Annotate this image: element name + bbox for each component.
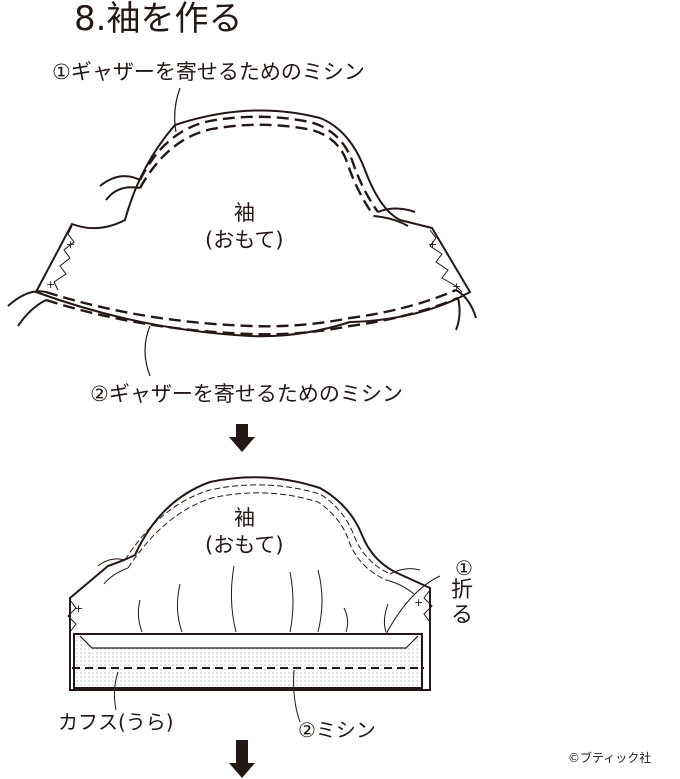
cuff-fold-edge <box>79 635 419 649</box>
leader-line-sew <box>293 669 301 723</box>
sew-label: ②ミシン <box>298 718 376 742</box>
thread-tail-left <box>97 558 129 585</box>
notch-mark: + <box>66 238 75 251</box>
gather-fold <box>137 599 143 633</box>
gather-stitch-bottom-a <box>45 288 457 328</box>
down-arrow-icon <box>229 740 255 778</box>
zigzag-edge-left <box>67 599 77 633</box>
sleeve-label-bottom-2: (おもて) <box>205 533 284 557</box>
sleeve-label-bottom-1: 袖 <box>234 506 255 530</box>
zigzag-edge-right <box>429 229 463 293</box>
thread-tail-right <box>385 568 421 595</box>
leader-line-2 <box>144 325 151 377</box>
gather-fold <box>343 607 349 633</box>
gather-fold <box>317 569 323 633</box>
gather-fold <box>383 603 389 633</box>
leader-line-fold <box>385 575 441 635</box>
gather-fold <box>289 571 294 633</box>
fold-step-char-1: 折 <box>451 578 474 603</box>
notch-mark: + <box>414 596 423 609</box>
credit-text: ©ブティック社 <box>568 751 652 765</box>
leader-line-cuff <box>113 671 119 711</box>
gather-fold <box>230 565 237 633</box>
fold-step-number: ① <box>455 556 473 580</box>
thread-tail-left-bottom <box>7 290 47 327</box>
sleeve-outline <box>34 109 472 338</box>
sleeve-with-cuff: + + <box>67 476 441 723</box>
notch-mark: + <box>428 238 437 251</box>
page-title: 8.袖を作る <box>74 0 243 39</box>
thread-tail-right-top <box>373 207 416 227</box>
thread-tail-left-top <box>99 175 141 201</box>
fold-step-char-2: る <box>451 603 474 628</box>
gather-stitch-label-2: ②ギャザーを寄せるためのミシン <box>90 382 403 406</box>
zigzag-edge-right <box>423 589 433 623</box>
gather-stitch-top-a <box>138 115 379 213</box>
gather-stitch-label-1: ①ギャザーを寄せるためのミシン <box>52 60 365 84</box>
gather-stitch-bottom-b <box>45 296 459 336</box>
zigzag-edge-left <box>53 225 75 291</box>
down-arrow-icon <box>229 424 255 452</box>
sleeve-label-top-2: (おもて) <box>205 228 284 252</box>
gather-fold <box>176 583 183 633</box>
sleeve-piece-flat: + + + + <box>7 87 477 377</box>
gather-stitch-a <box>124 484 391 575</box>
notch-mark: + <box>46 278 55 291</box>
sleeve-label-top-1: 袖 <box>234 201 255 225</box>
gather-stitch-top-b <box>138 123 375 217</box>
gather-stitch-b <box>127 492 387 581</box>
notch-mark: + <box>452 280 461 293</box>
thread-tail-right-bottom <box>455 289 477 331</box>
leader-line-1 <box>174 87 181 133</box>
cuff-label: カフス(うら) <box>58 710 174 734</box>
notch-mark: + <box>74 602 83 615</box>
